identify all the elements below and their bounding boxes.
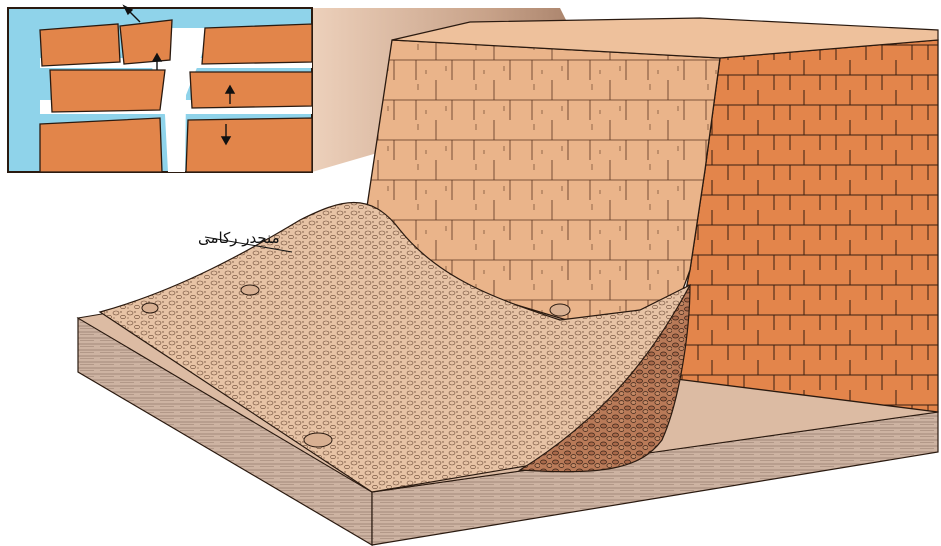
inset-block: [190, 72, 312, 108]
frost-wedging-inset: [8, 6, 312, 172]
inset-block: [202, 24, 312, 64]
inset-block: [50, 70, 165, 112]
inset-block: [186, 118, 312, 172]
inset-block: [40, 118, 162, 172]
boulder: [241, 285, 259, 295]
inset-block: [40, 24, 120, 66]
talus-slope-label: منحدر رکامی: [198, 229, 280, 247]
inset-block: [120, 20, 172, 64]
boulder: [142, 303, 158, 313]
boulder: [550, 304, 570, 316]
boulder: [304, 433, 332, 447]
